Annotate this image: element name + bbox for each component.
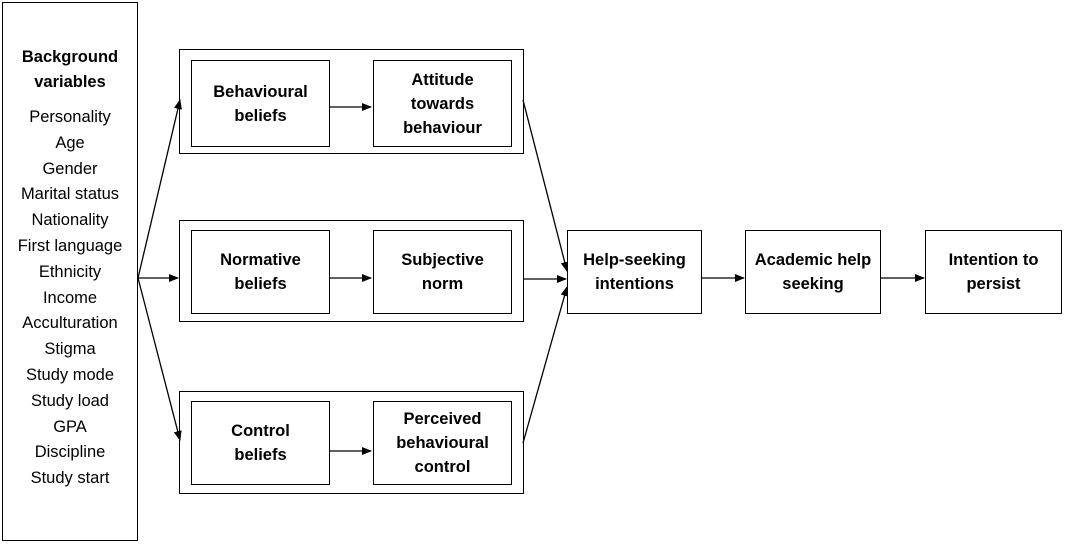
list-item: Stigma <box>44 340 96 359</box>
list-item: Study mode <box>25 365 115 384</box>
arrow-bg-to-attitude-group <box>137 99 182 279</box>
list-item: Study load <box>31 391 109 410</box>
academic-help-seeking-box: Academic help seeking <box>745 230 881 314</box>
control-beliefs-box: Control beliefs <box>191 401 330 485</box>
list-item: Nationality <box>31 211 109 230</box>
list-item: Gender <box>42 159 98 178</box>
arrow-bg-to-control-group <box>137 277 182 441</box>
control-group-frame <box>179 391 524 494</box>
list-item: Discipline <box>34 443 106 462</box>
intention-to-persist-box: Intention to persist <box>925 230 1062 314</box>
list-item: GPA <box>53 417 87 436</box>
normative-beliefs-box: Normative beliefs <box>191 230 330 314</box>
behavioural-beliefs-box: Behavioural beliefs <box>191 60 330 147</box>
background-variables-box: Background variables Personality Age Gen… <box>2 2 138 541</box>
arrow-control-to-intentions <box>522 286 569 444</box>
list-item: Marital status <box>20 185 120 204</box>
arrow-attitude-to-intentions <box>522 99 569 272</box>
list-item: Acculturation <box>22 314 118 333</box>
background-variables-list: Personality Age Gender Marital status Na… <box>3 105 137 492</box>
attitude-group-frame <box>179 49 524 154</box>
norm-group-frame <box>179 220 524 322</box>
perceived-behavioural-control-box: Perceived behavioural control <box>373 401 512 485</box>
list-item: Ethnicity <box>38 262 102 281</box>
list-item: Personality <box>29 108 111 126</box>
list-item: Age <box>55 133 85 152</box>
list-item: Study start <box>30 469 110 488</box>
subjective-norm-box: Subjective norm <box>373 230 512 314</box>
list-item: First language <box>17 236 123 255</box>
background-variables-title: Background variables <box>21 48 119 91</box>
list-item: Income <box>42 288 98 307</box>
attitude-towards-behaviour-box: Attitude towards behaviour <box>373 60 512 147</box>
help-seeking-intentions-box: Help-seeking intentions <box>567 230 702 314</box>
